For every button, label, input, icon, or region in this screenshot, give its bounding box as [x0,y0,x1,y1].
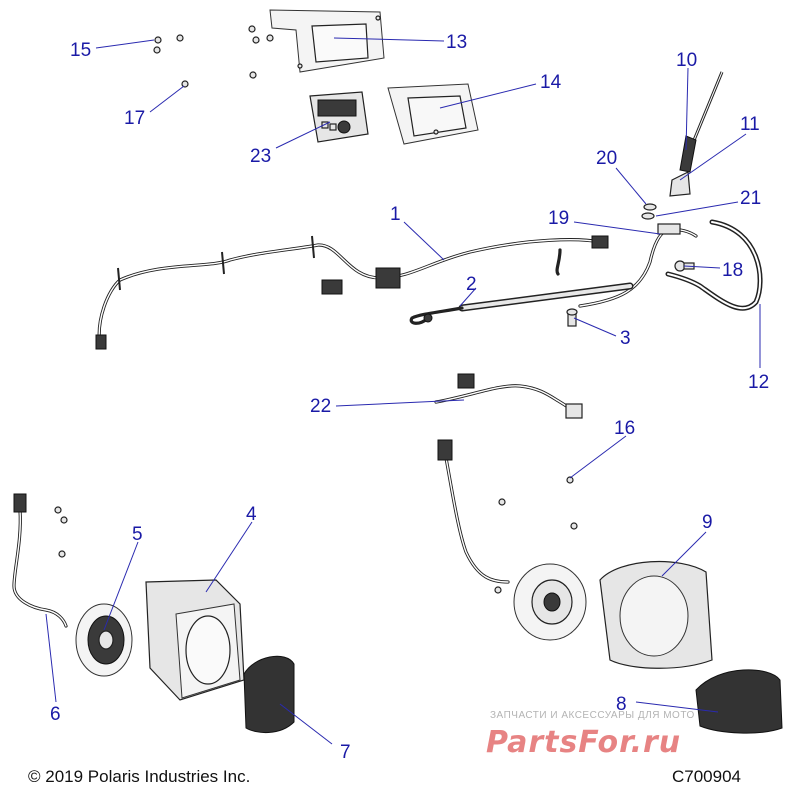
callout-5: 5 [132,524,143,545]
callout-19: 19 [548,208,569,229]
speaker-grille-left-7 [243,655,295,733]
callout-15: 15 [70,40,91,61]
callout-13: 13 [446,32,467,53]
copyright-text: © 2019 Polaris Industries Inc. [28,767,250,786]
callout-4: 4 [246,504,257,525]
callout-numbers: 15 17 13 14 23 10 11 20 21 19 18 1 2 3 1… [50,32,769,763]
diagram-code: C700904 [672,767,741,786]
callout-2: 2 [466,274,477,295]
sub-harness-22 [434,373,583,419]
speaker-pod-left-4 [145,579,245,701]
watermark: ЗАПЧАСТИ И АКСЕССУАРЫ ДЛЯ МОТО PartsFor.… [486,710,695,760]
main-harness-1 [95,235,609,350]
callout-10: 10 [676,50,697,71]
fasteners-top [153,25,274,88]
speaker-grille-right-8 [695,669,783,734]
callout-22: 22 [310,396,331,417]
callout-9: 9 [702,512,713,533]
antenna-10 [669,71,724,197]
callout-1: 1 [390,204,401,225]
speaker-harness-left [12,493,68,628]
callout-11: 11 [740,114,760,135]
leader-lines [45,37,761,745]
callout-3: 3 [620,328,631,349]
callout-14: 14 [540,72,562,93]
callout-6: 6 [50,704,61,725]
mounting-plate-13 [269,9,385,73]
coax-tube-2 [409,282,634,325]
callout-12: 12 [748,372,769,393]
clip-3 [566,308,578,327]
watermark-brand: PartsFor.ru [486,725,681,760]
speaker-left-5 [75,603,133,677]
antenna-cable-19 [578,223,698,308]
ground-strap-12 [665,219,763,311]
speaker-harness-right [437,439,578,594]
bezel-14 [387,83,479,145]
washer-20 [641,203,657,220]
callout-8: 8 [616,694,627,715]
callout-18: 18 [722,260,743,281]
callout-20: 20 [596,148,617,169]
watermark-caption: ЗАПЧАСТИ И АКСЕССУАРЫ ДЛЯ МОТО [490,710,695,721]
speaker-right [513,563,587,641]
callout-17: 17 [124,108,145,129]
callout-21: 21 [740,188,761,209]
speaker-pod-right-9 [599,560,713,669]
callout-7: 7 [340,742,351,763]
callout-16: 16 [614,418,635,439]
radio-head-unit-23 [309,91,369,143]
callout-23: 23 [250,146,271,167]
